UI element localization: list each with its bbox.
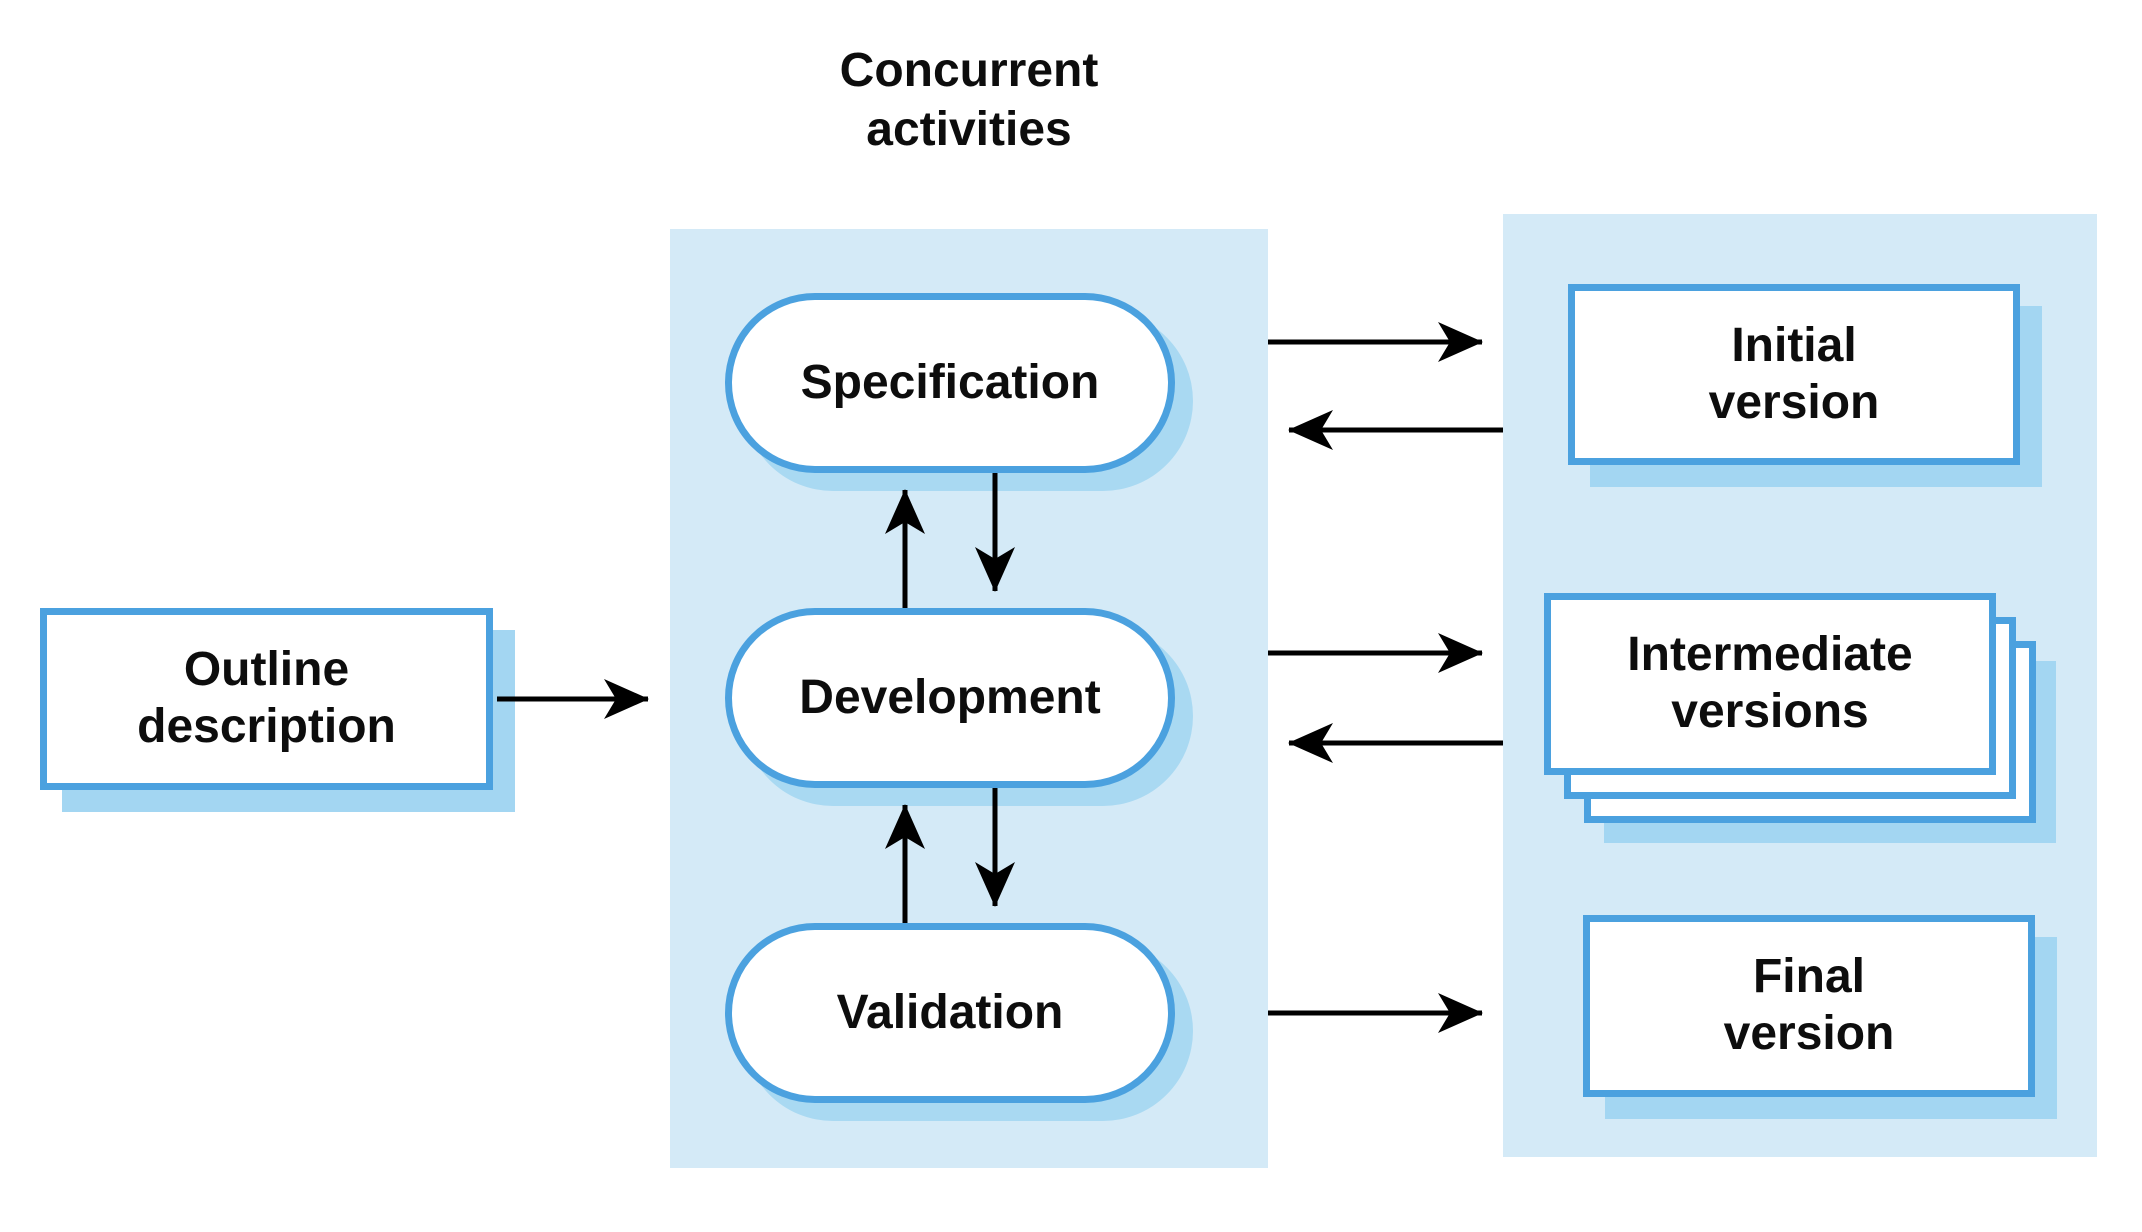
final-version-label: Final version — [1724, 949, 1895, 1062]
initial-line2: version — [1708, 375, 1880, 429]
initial-version-box: Initial version — [1568, 284, 2020, 465]
outline-line1: Outline — [183, 643, 350, 697]
final-version-box: Final version — [1583, 915, 2035, 1097]
final-line2: version — [1723, 1007, 1895, 1060]
intermediate-line1: Intermediate — [1627, 628, 1913, 682]
diagram-title-line2: activities — [866, 102, 1072, 156]
validation-activity: Validation — [725, 923, 1175, 1103]
outline-line2: description — [137, 700, 396, 753]
final-line1: Final — [1752, 950, 1865, 1004]
initial-line1: Initial — [1731, 318, 1857, 372]
specification-label: Specification — [800, 355, 1100, 409]
intermediate-versions-label: Intermediate versions — [1627, 627, 1912, 740]
outline-description-box: Outline description — [40, 608, 493, 790]
intermediate-versions-box: Intermediate versions — [1544, 593, 1996, 775]
diagram-title-line1: Concurrent — [839, 44, 1099, 97]
initial-version-label: Initial version — [1709, 318, 1880, 431]
outline-description-label: Outline description — [137, 642, 396, 755]
development-label: Development — [799, 670, 1101, 724]
specification-activity: Specification — [725, 293, 1175, 473]
validation-label: Validation — [836, 985, 1064, 1039]
diagram-title: Concurrent activities — [669, 42, 1269, 159]
intermediate-line2: versions — [1671, 685, 1869, 738]
development-activity: Development — [725, 608, 1175, 788]
